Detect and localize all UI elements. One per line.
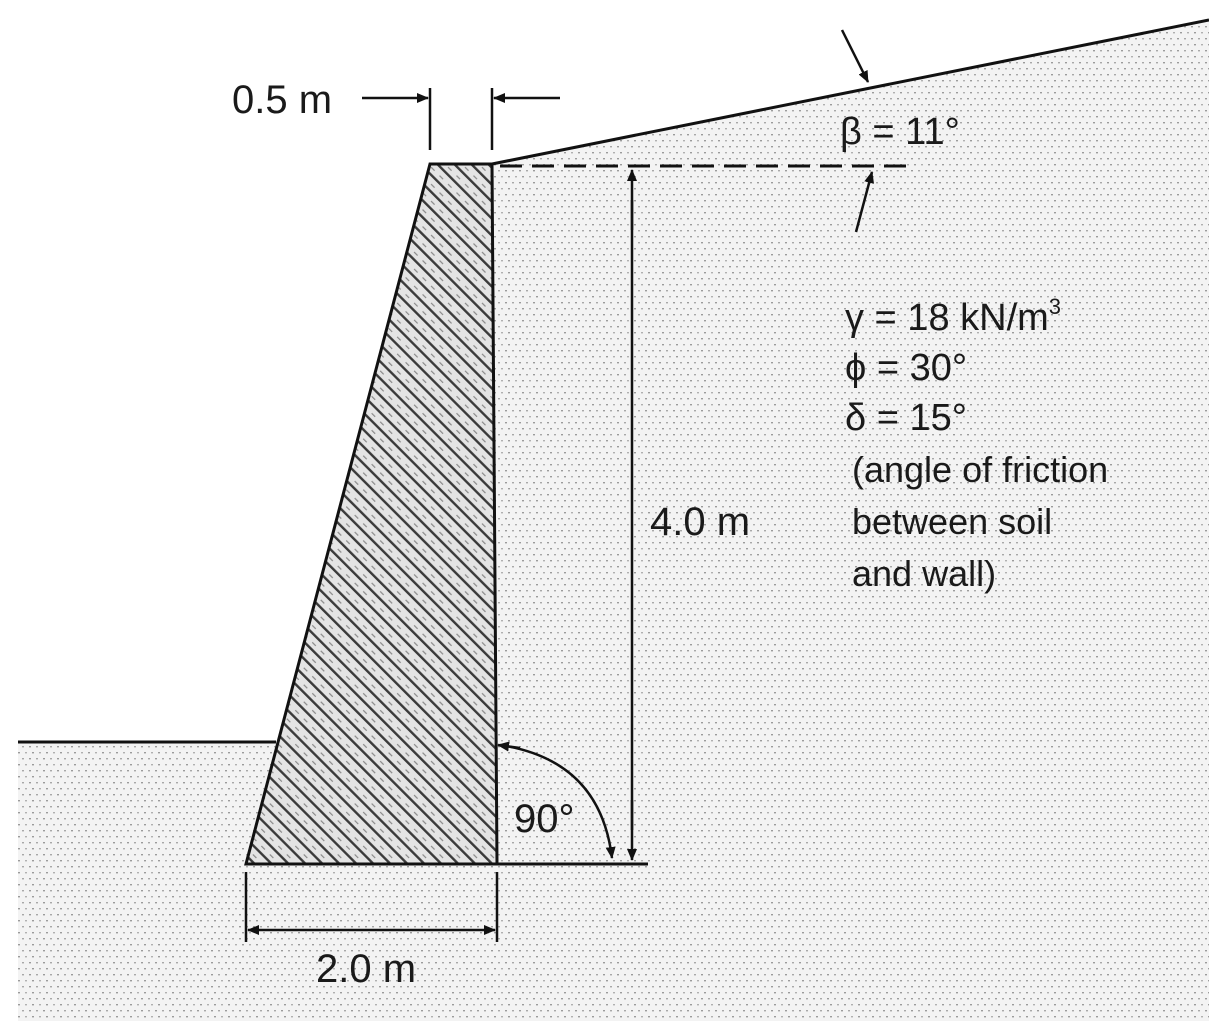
top-width-label: 0.5 m (232, 78, 332, 122)
height-label: 4.0 m (650, 500, 750, 544)
wall-friction-note-line-3: and wall) (852, 553, 996, 594)
unit-weight-exponent: 3 (1049, 294, 1061, 319)
back-angle-arc (499, 743, 616, 859)
base-width-label: 2.0 m (316, 947, 416, 991)
slope-angle-label: β = 11° (840, 111, 960, 153)
back-angle-arrow-start (497, 741, 521, 752)
back-angle-label: 90° (514, 797, 575, 841)
slope-angle-arrow-lower (854, 171, 874, 233)
unit-weight-text: γ = 18 kN/m (845, 297, 1049, 339)
unit-weight-label: γ = 18 kN/m3 (845, 294, 1061, 339)
slope-angle-arrow-upper (840, 29, 870, 83)
wall-friction-note-line-2: between soil (852, 501, 1052, 542)
backfill-slope-line (491, 18, 1209, 166)
backfill-soil (492, 20, 1209, 1021)
friction-angle-label: ϕ = 30° (845, 347, 967, 389)
wall-friction-label: δ = 15° (845, 397, 967, 439)
retaining-wall (244, 162, 499, 866)
wall-friction-note-line-1: (angle of friction (852, 449, 1108, 490)
